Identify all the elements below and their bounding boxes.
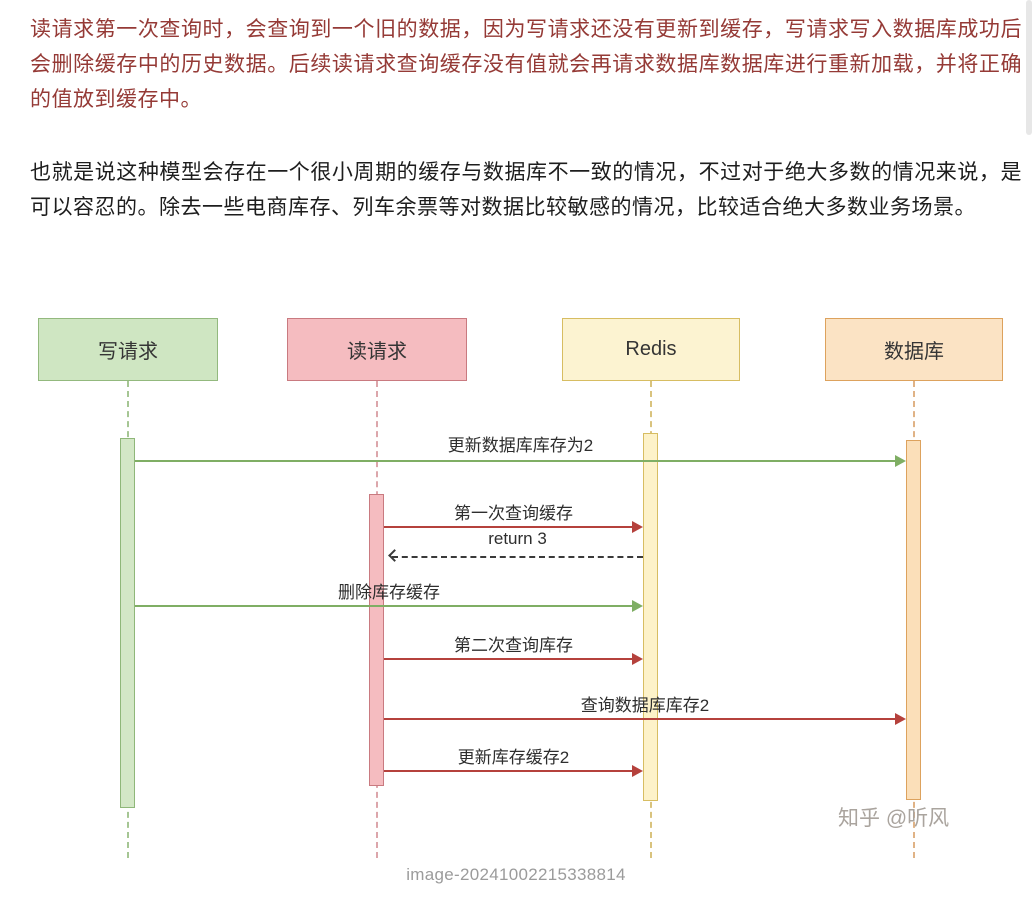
participant-write-request-label: 写请求 [98, 341, 158, 363]
message-line-return-3 [392, 556, 643, 558]
paragraph-intro: 读请求第一次查询时，会查询到一个旧的数据，因为写请求还没有更新到缓存，写请求写入… [30, 18, 1022, 111]
arrowhead-right-icon [632, 521, 643, 533]
message-label-delete-cache: 删除库存缓存 [338, 583, 440, 602]
image-caption: image-20241002215338814 [406, 865, 626, 884]
participant-database-label: 数据库 [884, 341, 944, 363]
message-line-update-db-stock [135, 460, 896, 462]
watermark: 知乎 @听风 [838, 807, 950, 830]
message-line-query-db-stock [384, 718, 896, 720]
message-label-second-cache-query: 第二次查询库存 [454, 636, 573, 655]
activation-bar-read-request [369, 494, 384, 786]
activation-bar-redis [643, 433, 658, 801]
message-line-delete-cache [135, 605, 633, 607]
arrowhead-left-icon [388, 549, 401, 562]
paragraph-note: 也就是说这种模型会存在一个很小周期的缓存与数据库不一致的情况，不过对于绝大多数的… [30, 161, 1022, 219]
activation-bar-write-request [120, 438, 135, 808]
message-label-query-db-stock: 查询数据库库存2 [580, 696, 710, 715]
message-line-first-cache-query [384, 526, 633, 528]
message-line-update-cache [384, 770, 633, 772]
activation-bar-database [906, 440, 921, 800]
message-label-first-cache-query: 第一次查询缓存 [454, 504, 573, 523]
arrowhead-right-icon [632, 653, 643, 665]
participant-read-request: 读请求 [287, 318, 467, 381]
participant-read-request-label: 读请求 [347, 341, 407, 363]
message-label-update-db-stock: 更新数据库库存为2 [447, 436, 594, 455]
message-label-update-cache: 更新库存缓存2 [457, 748, 570, 767]
arrowhead-right-icon [632, 765, 643, 777]
arrowhead-right-icon [632, 600, 643, 612]
participant-redis: Redis [562, 318, 740, 381]
participant-database: 数据库 [825, 318, 1003, 381]
arrowhead-right-icon [895, 713, 906, 725]
participant-redis-label: Redis [625, 338, 677, 360]
message-line-second-cache-query [384, 658, 633, 660]
arrowhead-right-icon [895, 455, 906, 467]
participant-write-request: 写请求 [38, 318, 218, 381]
scrollbar[interactable] [1026, 0, 1032, 135]
message-label-return-3: return 3 [488, 529, 547, 548]
